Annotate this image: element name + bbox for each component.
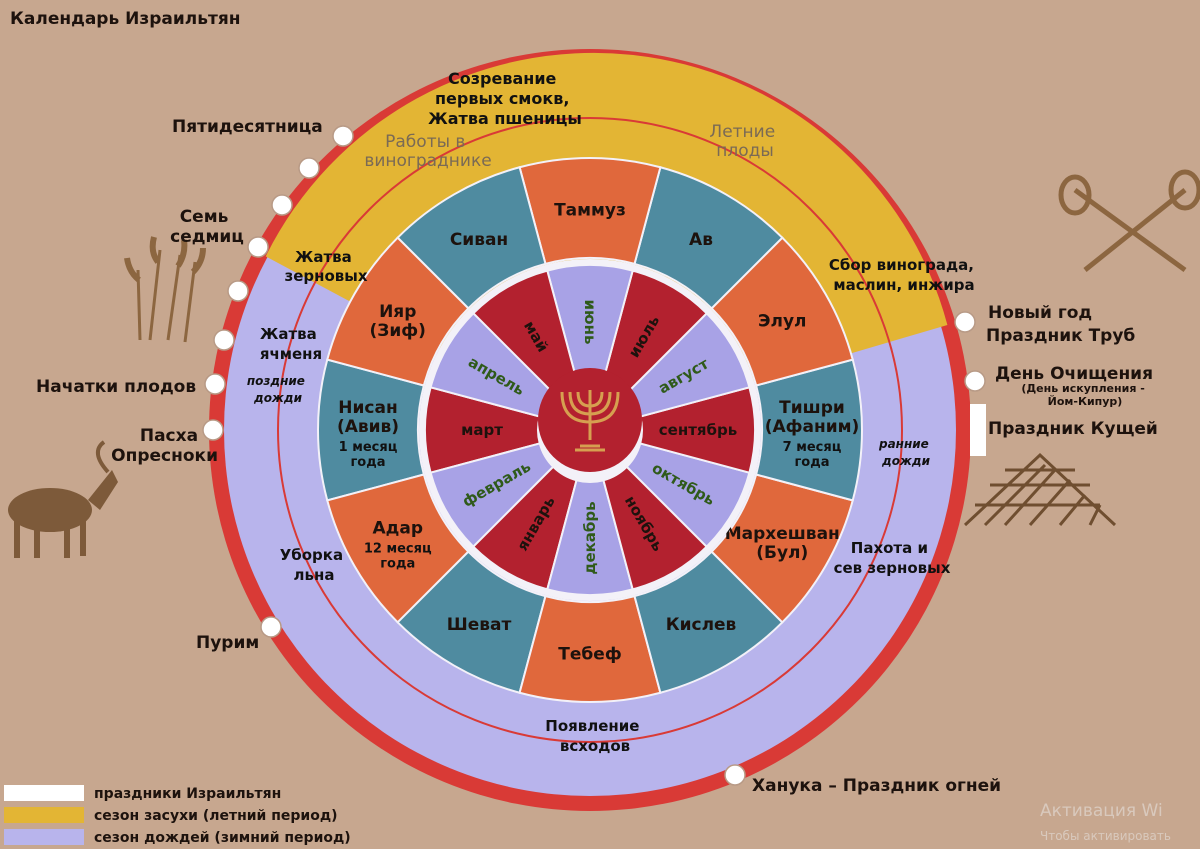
holiday-marker-pentecost[interactable] [332, 125, 354, 147]
month-label-3: Шеват [447, 615, 512, 635]
month-label-4: Тебеф [558, 645, 621, 665]
legend-swatch-winter [4, 829, 84, 845]
month-label-9: Ав [689, 230, 713, 250]
gregorian-sector-январь [471, 465, 578, 591]
booth-illustration [963, 452, 1117, 527]
holiday-marker-pentecost-2[interactable] [298, 157, 320, 179]
holiday-marker-firstfruits[interactable] [204, 373, 226, 395]
legend: праздники Израильтян сезон засухи (летни… [4, 785, 351, 846]
label-barley-harvest: Жатва ячменя [260, 325, 322, 363]
holiday-tabernacles: Праздник Кущей [988, 419, 1158, 439]
month-sector-12 [326, 236, 470, 387]
holiday-passover: Пасха Опресноки [111, 426, 218, 466]
label-summer-fruit: Летние плоды [709, 122, 780, 161]
holiday-purim: Пурим [196, 633, 259, 653]
shofar-illustration [1058, 169, 1200, 273]
holiday-hanukkah: Ханука – Праздник огней [752, 776, 1001, 796]
activation-watermark: Активация Wi [1040, 801, 1163, 821]
menorah-icon [560, 390, 620, 452]
holiday-atonement: День Очищения [995, 364, 1153, 384]
gregorian-sector-ноябрь [602, 465, 709, 591]
legend-swatch-summer [4, 807, 84, 823]
holiday-marker-tabernacles[interactable] [970, 404, 986, 456]
label-grape-harvest: Сбор винограда, маслин, инжира [829, 256, 979, 294]
holiday-marker-harvest[interactable] [227, 280, 249, 302]
month-label-12: Ияр(Зиф) [370, 302, 426, 341]
gregorian-sector-декабрь [546, 479, 634, 596]
month-sector-8 [710, 236, 854, 387]
page-title: Календарь Израильтян [10, 9, 241, 29]
month-sector-7 [754, 358, 863, 502]
holiday-atonement-subtitle: (День искупления - Йом-Кипур) [1021, 382, 1148, 408]
label-top-harvest: Созревание первых смокв, Жатва пшеницы [428, 69, 582, 128]
holiday-new-year: Новый год Праздник Труб [986, 303, 1135, 346]
month-sector-4 [518, 594, 662, 703]
month-sector-6 [710, 473, 854, 624]
label-grain-harvest: Жатва зерновых [284, 248, 367, 285]
month-sector-2 [326, 473, 470, 624]
gregorian-label-сентябрь: сентябрь [659, 421, 737, 439]
holiday-firstfruits: Начатки плодов [36, 377, 196, 397]
month-label-6: Мархешван(Бул) [725, 524, 840, 563]
label-flax: Уборка льна [280, 546, 349, 584]
month-sector-3 [396, 550, 547, 694]
gregorian-sector-февраль [429, 442, 555, 549]
month-sector-9 [633, 166, 784, 310]
gregorian-label-декабрь: декабрь [581, 501, 599, 574]
month-label-11: Сиван [450, 230, 508, 250]
holiday-marker-new-year[interactable] [954, 311, 976, 333]
legend-label-holidays: праздники Израильтян [94, 786, 281, 802]
month-label-8: Элул [758, 312, 806, 332]
activation-watermark-sub: Чтобы активировать [1040, 829, 1171, 843]
label-sprouts: Появление всходов [545, 717, 644, 755]
holiday-marker-barley[interactable] [213, 329, 235, 351]
holiday-marker-seven-weeks[interactable] [271, 194, 293, 216]
holiday-marker-purim[interactable] [260, 616, 282, 638]
holiday-marker-atonement[interactable] [964, 370, 986, 392]
holiday-marker-seven-weeks-2[interactable] [247, 236, 269, 258]
month-label-5: Кислев [666, 615, 737, 635]
month-sector-10 [518, 157, 662, 266]
gregorian-label-март: март [461, 421, 503, 439]
label-vineyard-work: Работы в винограднике [364, 132, 491, 171]
month-sector-11 [396, 166, 547, 310]
goat-illustration [8, 440, 118, 558]
legend-label-summer: сезон засухи (летний период) [94, 808, 338, 824]
label-plowing: Пахота и сев зерновых [834, 539, 951, 577]
label-early-rain: ранние дожди [878, 437, 933, 468]
gregorian-sector-октябрь [625, 442, 751, 549]
legend-label-winter: сезон дождей (зимний период) [94, 830, 351, 846]
holiday-marker-passover[interactable] [202, 419, 224, 441]
holiday-seven-weeks: Семь седмиц [170, 207, 244, 247]
label-late-rain: поздние дожди [247, 374, 309, 405]
legend-swatch-holidays [4, 785, 84, 801]
wheat-illustration [124, 236, 206, 343]
gregorian-label-июнь: июнь [581, 300, 599, 345]
month-label-10: Таммуз [554, 201, 626, 221]
holiday-pentecost: Пятидесятница [172, 117, 323, 137]
season-inner-edge [277, 117, 903, 743]
holiday-marker-hanukkah[interactable] [724, 764, 746, 786]
month-sector-5 [633, 550, 784, 694]
